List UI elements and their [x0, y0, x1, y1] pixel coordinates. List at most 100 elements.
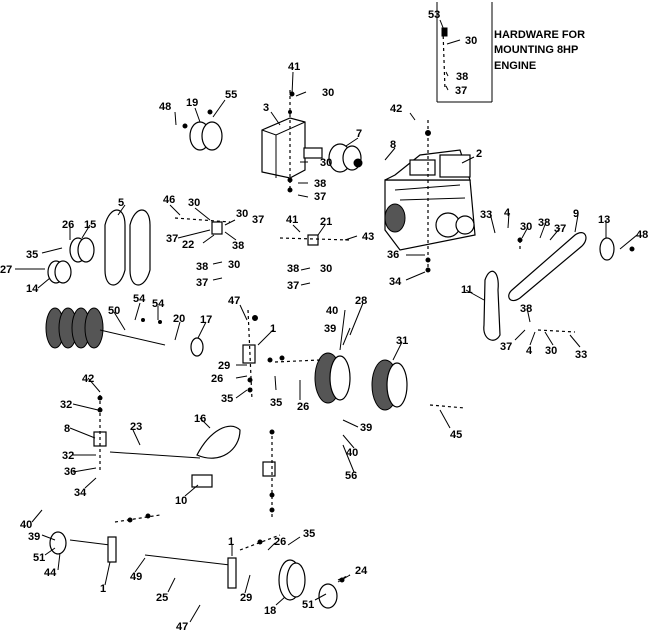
- label-38: 38: [314, 178, 326, 190]
- label-48: 48: [159, 101, 171, 113]
- label-39: 39: [360, 422, 372, 434]
- label-48: 48: [636, 229, 648, 241]
- label-14: 14: [26, 283, 39, 295]
- label-30: 30: [465, 35, 477, 47]
- label-30: 30: [545, 345, 557, 357]
- label-7: 7: [356, 128, 362, 140]
- label-37: 37: [196, 277, 208, 289]
- label-49: 49: [130, 571, 142, 583]
- label-45: 45: [450, 429, 462, 441]
- label-38: 38: [456, 71, 468, 83]
- label-51: 51: [33, 552, 45, 564]
- label-50: 50: [108, 305, 120, 317]
- label-47: 47: [176, 621, 188, 633]
- label-21: 21: [320, 216, 332, 228]
- label-33: 33: [480, 209, 492, 221]
- label-39: 39: [28, 531, 40, 543]
- label-4: 4: [526, 345, 533, 357]
- label-41: 41: [288, 61, 300, 73]
- label-4: 4: [504, 207, 511, 219]
- label-17: 17: [200, 314, 212, 326]
- label-32: 32: [62, 450, 74, 462]
- label-30: 30: [188, 197, 200, 209]
- label-44: 44: [44, 567, 57, 579]
- label-40: 40: [326, 305, 338, 317]
- label-35: 35: [26, 249, 38, 261]
- pulleys: [47, 121, 615, 609]
- label-42: 42: [82, 373, 94, 385]
- label-37: 37: [455, 85, 467, 97]
- label-47: 47: [228, 295, 240, 307]
- label-11: 11: [461, 284, 473, 296]
- label-30: 30: [322, 87, 334, 99]
- label-53: 53: [428, 9, 440, 21]
- label-38: 38: [538, 217, 550, 229]
- label-10: 10: [175, 495, 187, 507]
- part-labels: 53 30 38 37 41 30 48 19 55 3 30 38 37 7 …: [0, 9, 648, 633]
- label-24: 24: [355, 565, 368, 577]
- label-26: 26: [274, 536, 286, 548]
- label-9: 9: [573, 208, 579, 220]
- label-3: 3: [263, 102, 269, 114]
- label-20: 20: [173, 313, 185, 325]
- label-1: 1: [228, 536, 234, 548]
- label-29: 29: [240, 592, 252, 604]
- label-32: 32: [60, 399, 72, 411]
- label-2: 2: [476, 148, 482, 160]
- hardware-note-line-1: HARDWARE FOR: [494, 29, 585, 41]
- label-27: 27: [0, 264, 12, 276]
- label-1: 1: [100, 583, 106, 595]
- label-33: 33: [575, 349, 587, 361]
- label-18: 18: [264, 605, 276, 617]
- label-41: 41: [286, 214, 298, 226]
- label-37: 37: [252, 214, 264, 226]
- label-54: 54: [133, 293, 146, 305]
- label-40: 40: [346, 447, 358, 459]
- hardware-note-line-2: MOUNTING 8HP: [494, 44, 578, 56]
- label-38: 38: [196, 261, 208, 273]
- hardware-note-box: HARDWARE FOR MOUNTING 8HP ENGINE: [436, 2, 585, 103]
- label-37: 37: [500, 341, 512, 353]
- label-25: 25: [156, 592, 168, 604]
- label-34: 34: [389, 276, 402, 288]
- label-42: 42: [390, 103, 402, 115]
- label-35: 35: [221, 393, 233, 405]
- label-40: 40: [20, 519, 32, 531]
- label-51: 51: [302, 599, 314, 611]
- label-37: 37: [554, 223, 566, 235]
- label-26: 26: [211, 373, 223, 385]
- label-29: 29: [218, 360, 230, 372]
- label-46: 46: [163, 194, 175, 206]
- label-37: 37: [314, 191, 326, 203]
- label-56: 56: [345, 470, 357, 482]
- gearbox-drawing: [261, 117, 323, 179]
- shafts-and-brackets: [69, 90, 576, 589]
- label-26: 26: [62, 219, 74, 231]
- label-5: 5: [118, 197, 124, 209]
- label-30: 30: [228, 259, 240, 271]
- hardware-dots: [97, 91, 635, 583]
- label-30: 30: [520, 221, 532, 233]
- label-38: 38: [287, 263, 299, 275]
- label-35: 35: [303, 528, 315, 540]
- label-30: 30: [236, 208, 248, 220]
- label-35: 35: [270, 397, 282, 409]
- label-8: 8: [390, 139, 396, 151]
- label-16: 16: [194, 413, 206, 425]
- label-36: 36: [64, 466, 76, 478]
- label-8: 8: [64, 423, 70, 435]
- label-39: 39: [324, 323, 336, 335]
- label-26: 26: [297, 401, 309, 413]
- hardware-note-line-3: ENGINE: [494, 60, 536, 72]
- wheels: [314, 352, 408, 411]
- label-38: 38: [520, 303, 532, 315]
- tiller-tines: [45, 307, 166, 349]
- label-15: 15: [84, 219, 96, 231]
- label-22: 22: [182, 239, 194, 251]
- label-30: 30: [320, 263, 332, 275]
- label-28: 28: [355, 295, 367, 307]
- label-1: 1: [270, 323, 276, 335]
- label-37: 37: [166, 233, 178, 245]
- belts: [104, 209, 587, 459]
